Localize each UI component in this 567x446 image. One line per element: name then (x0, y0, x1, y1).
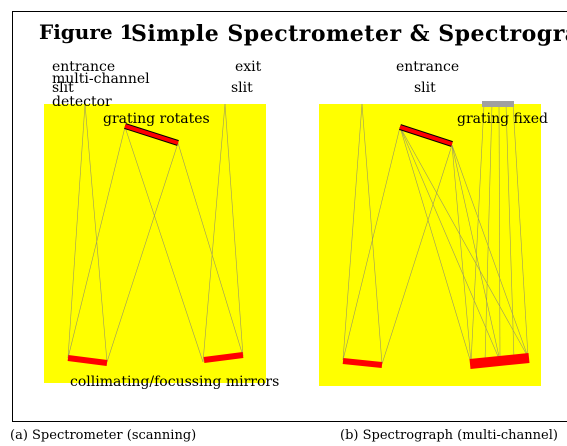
exit-slit-label: exit (235, 59, 262, 75)
caption-a: (a) Spectrometer (scanning) (10, 428, 197, 443)
entrance-slit-label-b: entrance (396, 59, 460, 75)
entrance-slit-label-a-2: slit (52, 80, 74, 96)
focussing-mirror-b (469, 353, 530, 369)
figure-title: Simple Spectrometer & Spectrograph (131, 21, 567, 47)
detector-label-a: multi-channel (52, 71, 150, 87)
focussing-mirror-a (203, 352, 244, 363)
entrance-slit-label-b-2: slit (414, 80, 436, 96)
collimating-mirror-b (342, 358, 383, 368)
grating-fixed-label: grating fixed (457, 111, 549, 127)
caption-b: (b) Spectrograph (multi-channel) (340, 428, 558, 443)
figure-frame: Figure 1 Simple Spectrometer & Spectrogr… (12, 11, 567, 422)
spectrograph-panel (319, 104, 541, 386)
detector-label-a-2: detector (52, 94, 112, 110)
mirrors-label: collimating/focussing mirrors (70, 374, 280, 390)
multi-channel-detector (482, 101, 514, 107)
spectrograph-rays (342, 103, 529, 365)
exit-slit-label-2: slit (231, 80, 253, 96)
spectrometer-panel (44, 104, 266, 383)
spectrometer-rays (67, 103, 244, 363)
entrance-slit-label-a: entrance (52, 59, 116, 75)
figure-label: Figure 1 (39, 20, 134, 44)
collimating-mirror-a (67, 355, 108, 366)
grating-rotates-label: grating rotates (103, 111, 210, 127)
